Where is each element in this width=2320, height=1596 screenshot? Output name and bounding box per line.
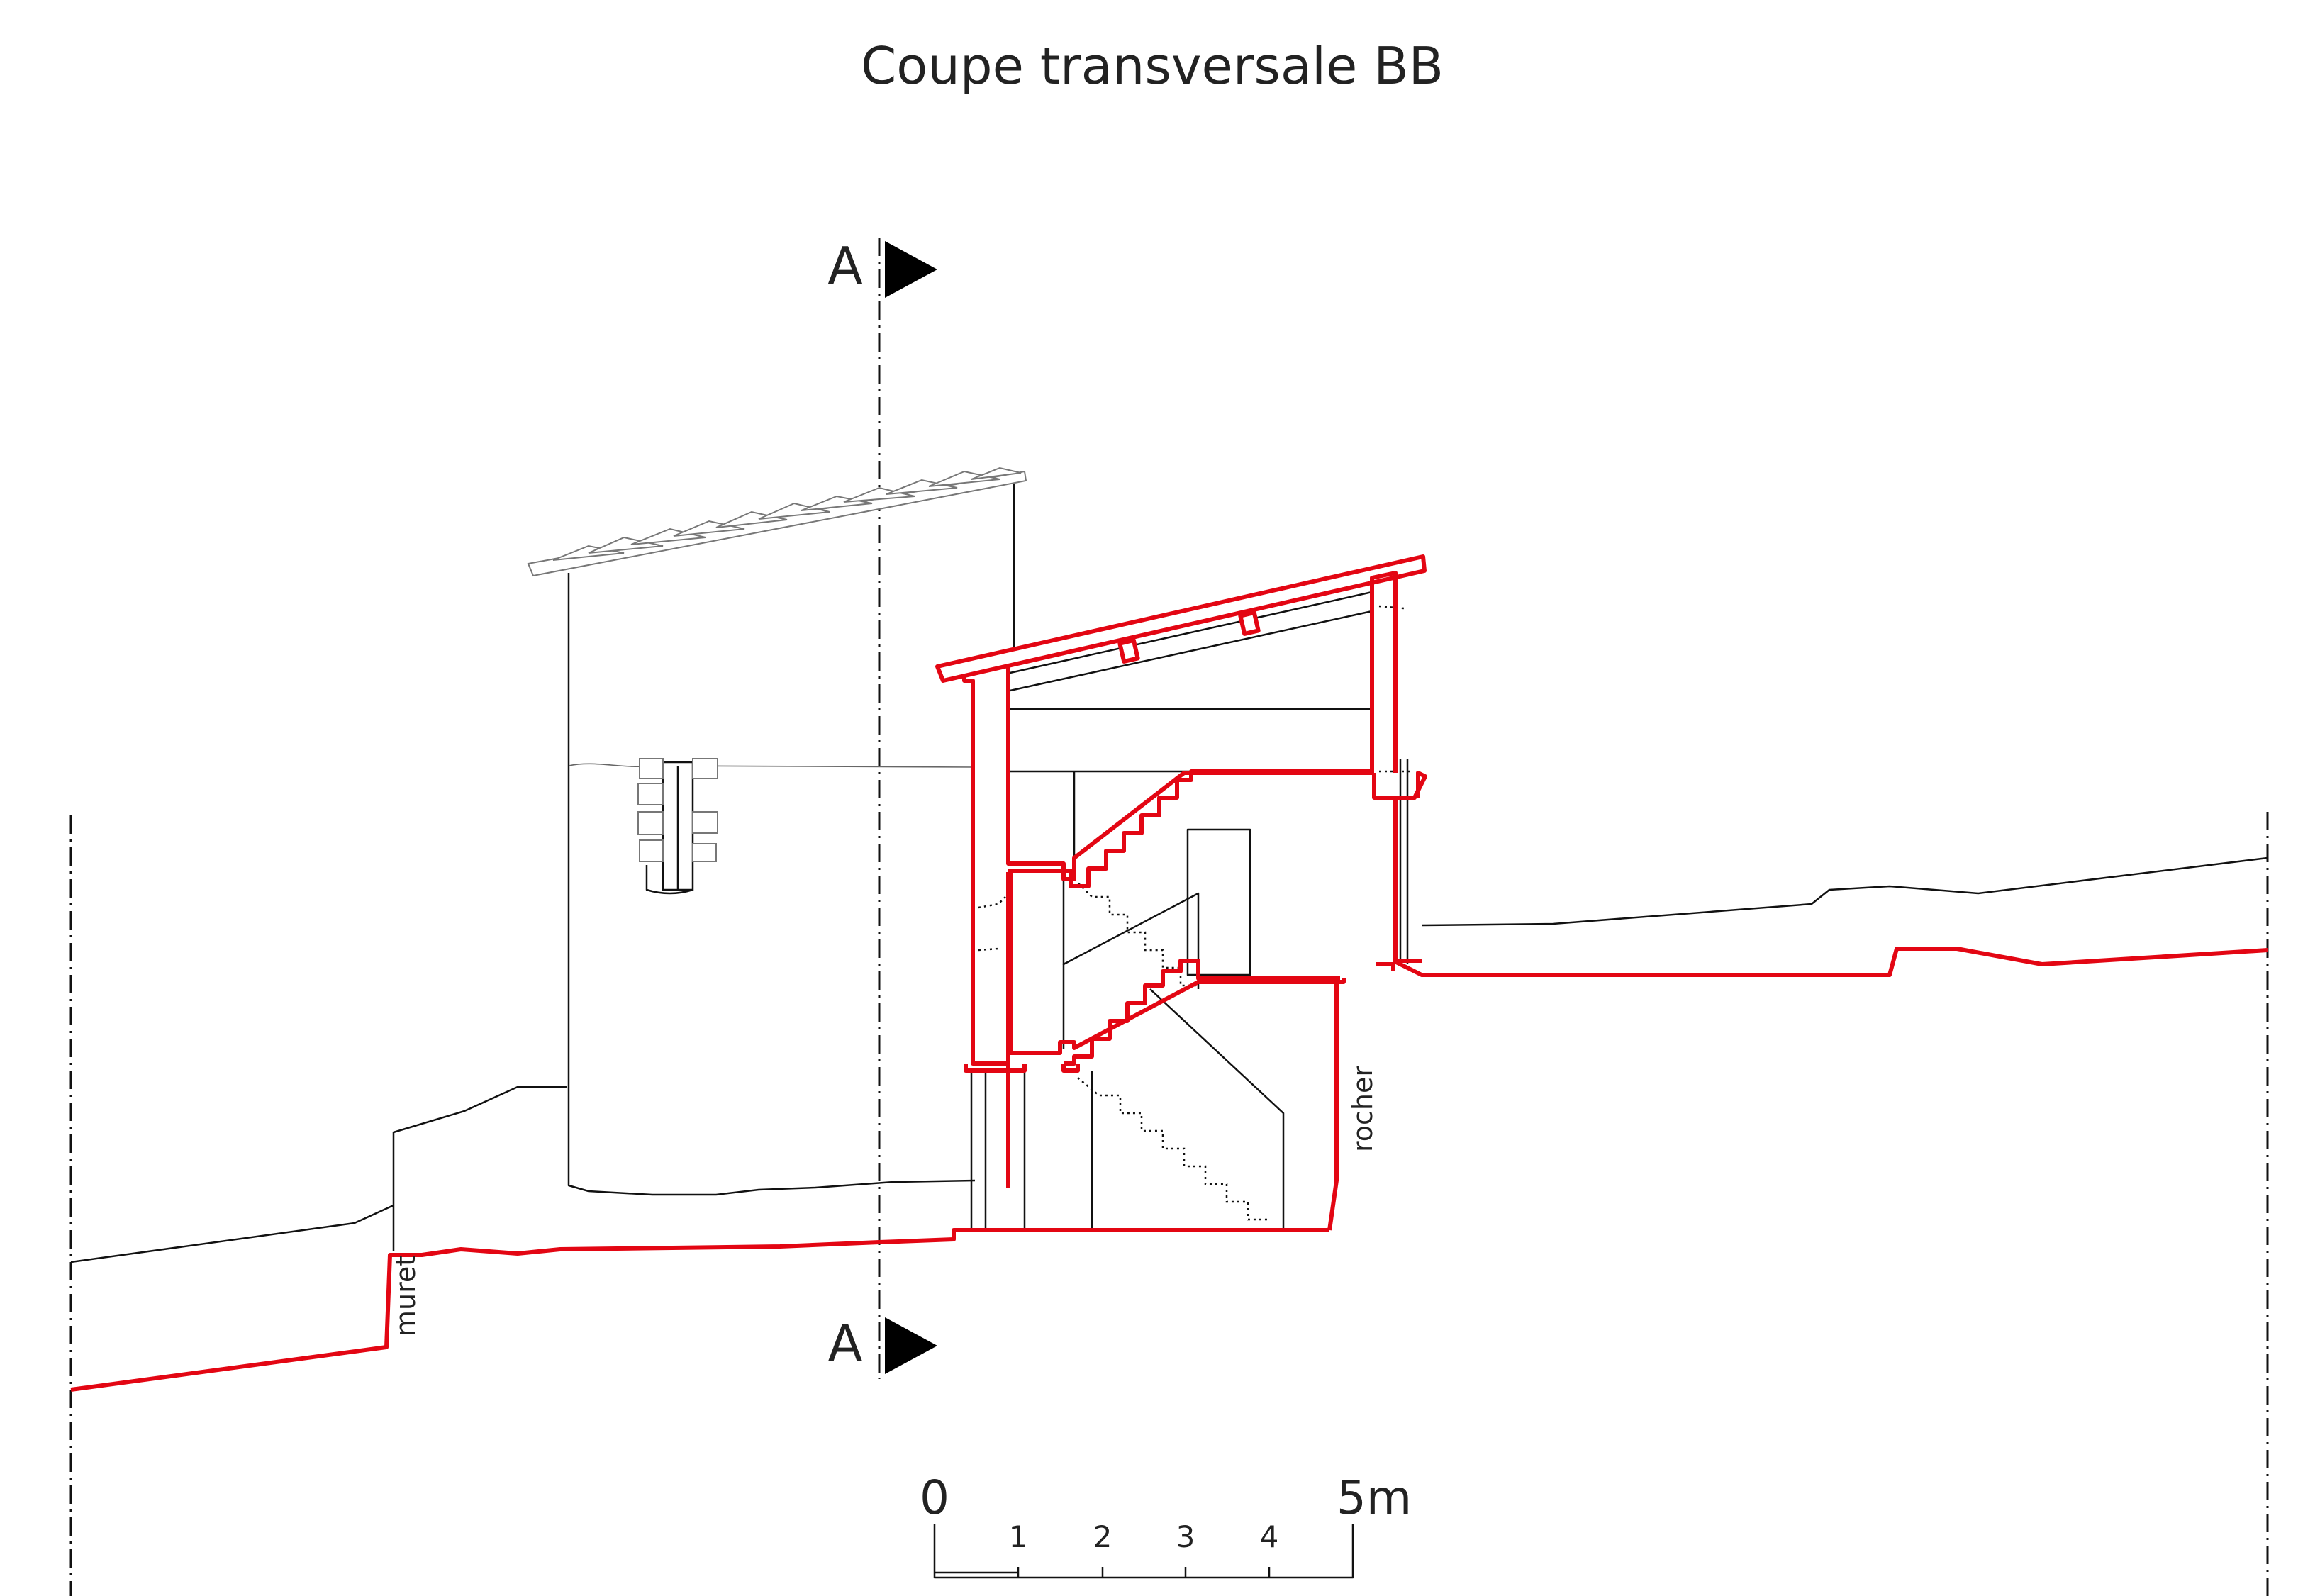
label-muret: muret xyxy=(390,1256,421,1336)
section-arrow-bottom-icon xyxy=(885,1317,937,1374)
lower-floor-stair-cut xyxy=(1064,959,1340,1066)
lower-stair-steps xyxy=(1077,1077,1269,1221)
ground-line-left xyxy=(70,1228,1329,1392)
terrain-left-lower xyxy=(70,1204,394,1263)
scale-tick-3: 3 xyxy=(1176,1519,1195,1554)
annex-left-wall-cut xyxy=(962,675,1010,1188)
scale-label-start: 0 xyxy=(920,1471,949,1525)
tower-roof xyxy=(527,467,1027,577)
drawing-title: Coupe transversale BB xyxy=(861,36,1444,96)
terrain-left-upper xyxy=(392,1086,567,1251)
section-label-bottom: A xyxy=(827,1314,862,1373)
upper-floor-stair-cut xyxy=(1008,769,1374,888)
annex-interior-elevation xyxy=(970,591,1411,1230)
scale-tick-4: 4 xyxy=(1260,1519,1279,1554)
scale-bar-frame xyxy=(933,1524,1354,1579)
upper-stair-steps xyxy=(1073,878,1198,987)
scale-tick-1: 1 xyxy=(1009,1519,1028,1554)
annex-roof-cut xyxy=(935,554,1427,683)
terrain-elevation xyxy=(70,856,2268,1263)
cut-section xyxy=(70,554,2268,1392)
rock-cut xyxy=(1327,978,1339,1231)
roof-purlin-2 xyxy=(1238,610,1261,636)
scale-label-end: 5m xyxy=(1337,1471,1412,1525)
section-line-a: A A xyxy=(827,236,937,1379)
tower-left-wall-and-base xyxy=(567,573,976,1196)
label-rocher: rocher xyxy=(1347,1066,1378,1152)
section-arrow-top-icon xyxy=(885,241,937,298)
boundary-axes xyxy=(69,812,2269,1596)
roof-purlin-1 xyxy=(1117,638,1140,664)
scale-tick-2: 2 xyxy=(1093,1519,1112,1554)
tower-render-line xyxy=(568,763,976,768)
tower-elevation xyxy=(527,467,1027,1196)
section-label-top: A xyxy=(827,236,862,296)
scale-bar: 0 5m 1 2 3 4 xyxy=(920,1471,1412,1579)
terrain-right xyxy=(1421,856,2268,927)
tower-window xyxy=(637,758,718,895)
ground-line-right xyxy=(1392,947,2268,977)
